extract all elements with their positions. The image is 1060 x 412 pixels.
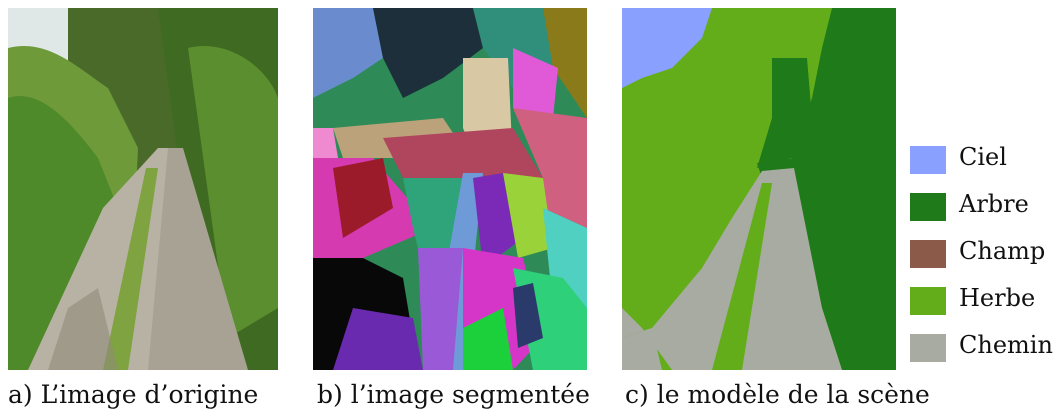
caption-original: a) L’image d’origine bbox=[8, 380, 259, 409]
legend-swatch bbox=[910, 240, 946, 268]
legend-label: Herbe bbox=[959, 284, 1036, 312]
scene-model bbox=[622, 8, 896, 370]
legend-label: Arbre bbox=[959, 190, 1029, 218]
photo-country-lane bbox=[8, 8, 278, 370]
original-photo bbox=[8, 8, 278, 370]
caption-segmented: b) l’image segmentée bbox=[317, 380, 590, 409]
segmentation-regions bbox=[313, 8, 587, 370]
legend-label: Chemin bbox=[959, 331, 1053, 359]
legend-label: Champ bbox=[959, 237, 1046, 265]
legend-swatch bbox=[910, 146, 946, 174]
legend-label: Ciel bbox=[959, 143, 1007, 171]
legend-swatch bbox=[910, 287, 946, 315]
legend-swatch bbox=[910, 334, 946, 362]
legend-swatch bbox=[910, 193, 946, 221]
segmented-image bbox=[313, 8, 587, 370]
scene-model-regions bbox=[622, 8, 896, 370]
caption-scene-model: c) le modèle de la scène bbox=[625, 380, 930, 409]
